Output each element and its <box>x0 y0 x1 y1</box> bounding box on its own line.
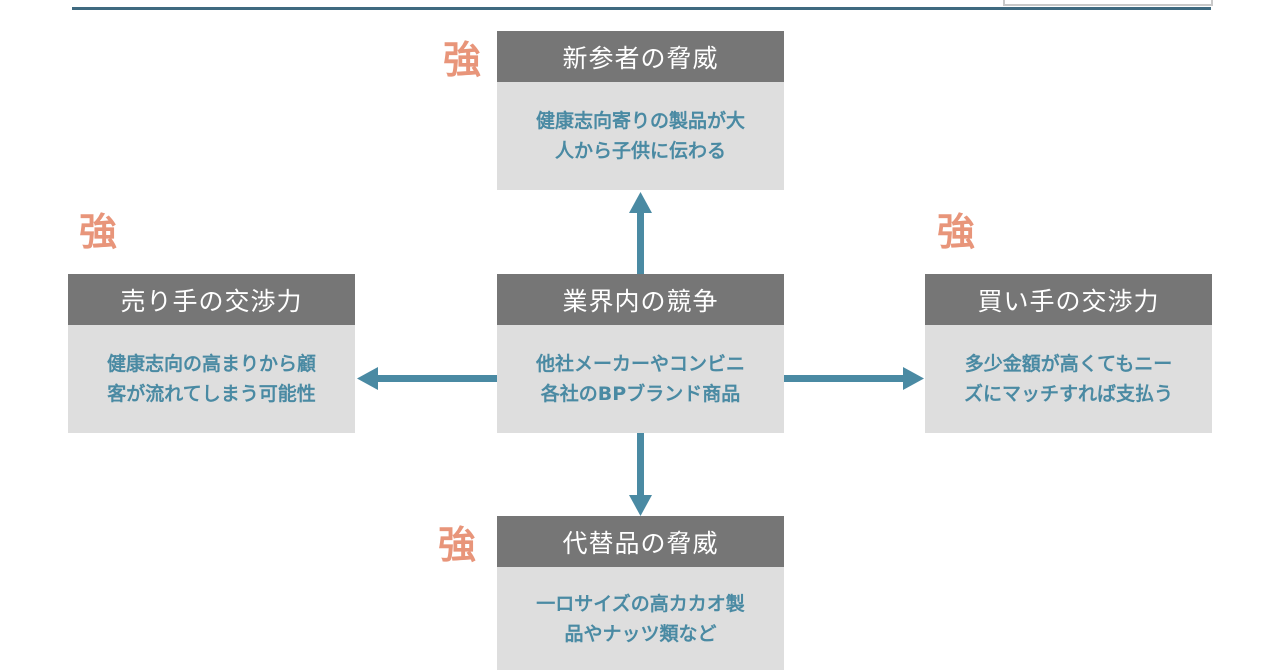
body-line: 多少金額が高くてもニー <box>964 353 1173 375</box>
top-tab <box>1003 0 1213 6</box>
strength-substitutes: 強 <box>438 523 477 567</box>
box-header: 新参者の脅威 <box>497 31 784 82</box>
box-header: 売り手の交渉力 <box>68 274 355 325</box>
box-body: 健康志向寄りの製品が大 人から子供に伝わる <box>497 82 784 190</box>
box-body: 他社メーカーやコンビニ 各社のBPブランド商品 <box>497 325 784 433</box>
box-substitutes: 代替品の脅威 一ロサイズの高カカオ製 品やナッツ類など <box>497 516 784 670</box>
body-line: 一ロサイズの高カカオ製 <box>536 592 745 615</box>
body-line: 各社のBPブランド商品 <box>540 383 741 405</box>
box-new-entrants: 新参者の脅威 健康志向寄りの製品が大 人から子供に伝わる <box>497 31 784 190</box>
body-line: 客が流れてしまう可能性 <box>107 383 316 405</box>
box-body: 健康志向の高まりから顧 客が流れてしまう可能性 <box>68 325 355 433</box>
strength-new-entrants: 強 <box>443 38 482 82</box>
box-header: 代替品の脅威 <box>497 516 784 567</box>
box-header: 買い手の交渉力 <box>925 274 1212 325</box>
arrow-right <box>784 367 924 390</box>
arrow-left <box>357 367 497 390</box>
box-body: 多少金額が高くてもニー ズにマッチすれば支払う <box>925 325 1212 433</box>
box-header: 業界内の競争 <box>497 274 784 325</box>
box-suppliers: 売り手の交渉力 健康志向の高まりから顧 客が流れてしまう可能性 <box>68 274 355 433</box>
arrow-up <box>629 192 652 274</box>
box-buyers: 買い手の交渉力 多少金額が高くてもニー ズにマッチすれば支払う <box>925 274 1212 433</box>
box-body: 一ロサイズの高カカオ製 品やナッツ類など <box>497 567 784 670</box>
body-line: 健康志向寄りの製品が大 <box>535 110 745 132</box>
body-line: 他社メーカーやコンビニ <box>535 353 745 375</box>
strength-suppliers: 強 <box>79 210 118 254</box>
top-rule <box>72 7 1211 10</box>
body-line: 健康志向の高まりから顧 <box>106 353 316 375</box>
arrow-down <box>629 432 652 516</box>
strength-buyers: 強 <box>937 210 976 254</box>
box-rivalry: 業界内の競争 他社メーカーやコンビニ 各社のBPブランド商品 <box>497 274 784 433</box>
body-line: ズにマッチすれば支払う <box>963 383 1173 405</box>
body-line: 品やナッツ類など <box>564 622 717 645</box>
body-line: 人から子供に伝わる <box>554 140 726 162</box>
